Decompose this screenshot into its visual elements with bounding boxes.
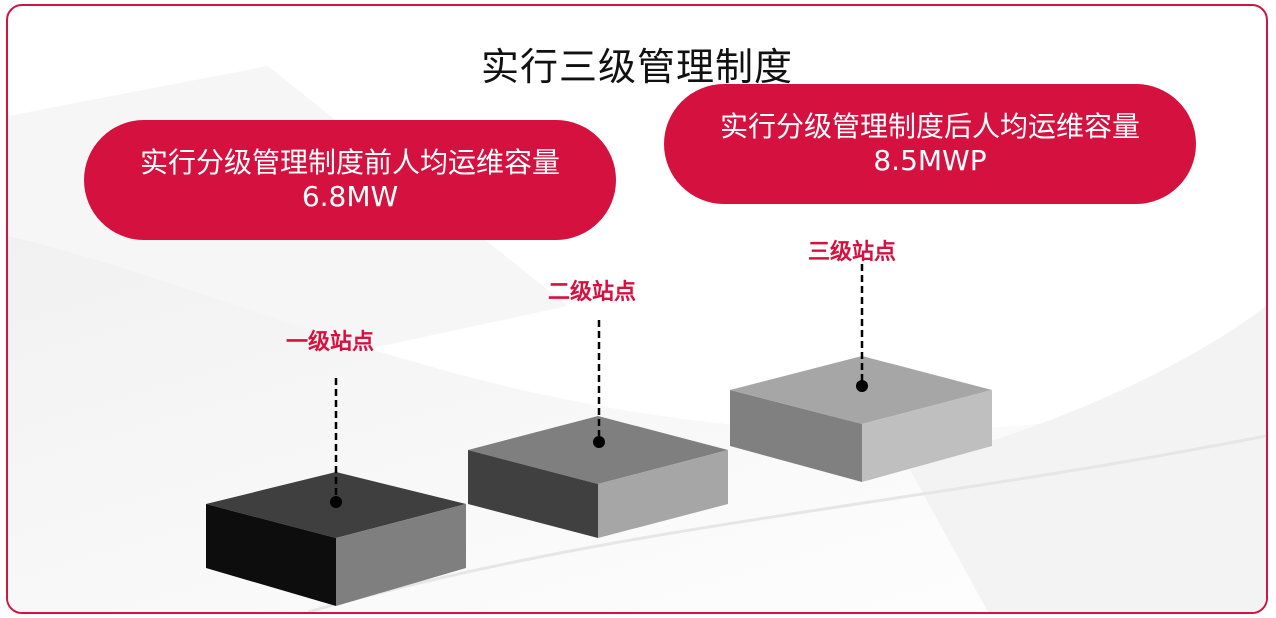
after-capacity-label: 实行分级管理制度后人均运维容量 [719,110,1140,144]
step1-left-face [206,504,336,606]
step3-right-face [862,390,992,482]
before-capacity-pill: 实行分级管理制度前人均运维容量 6.8MW [84,120,616,240]
step3-left-face [730,390,862,482]
step1-right-face [336,504,466,606]
before-capacity-value: 6.8MW [301,180,399,213]
steps-diagram [206,264,992,606]
page-title: 实行三级管理制度 [480,45,793,89]
before-capacity-label: 实行分级管理制度前人均运维容量 [139,146,560,180]
step-block-1 [206,378,466,606]
step2-right-face [598,450,728,538]
level-3-label: 三级站点 [808,240,897,265]
after-capacity-value: 8.5MWP [873,144,987,177]
level-2-label: 二级站点 [548,280,637,305]
step1-pointer-dot [330,496,342,508]
step2-left-face [468,450,598,538]
step-block-3 [730,264,992,482]
step2-pointer-dot [593,436,605,448]
slide-frame: 实行三级管理制度 实行分级管理制度前人均运维容量 6.8MW 实行分级管理制度后… [6,4,1268,614]
level-1-label: 一级站点 [286,330,375,355]
step-block-2 [468,320,728,538]
after-capacity-pill: 实行分级管理制度后人均运维容量 8.5MWP [664,84,1196,204]
step3-pointer-dot [856,380,868,392]
